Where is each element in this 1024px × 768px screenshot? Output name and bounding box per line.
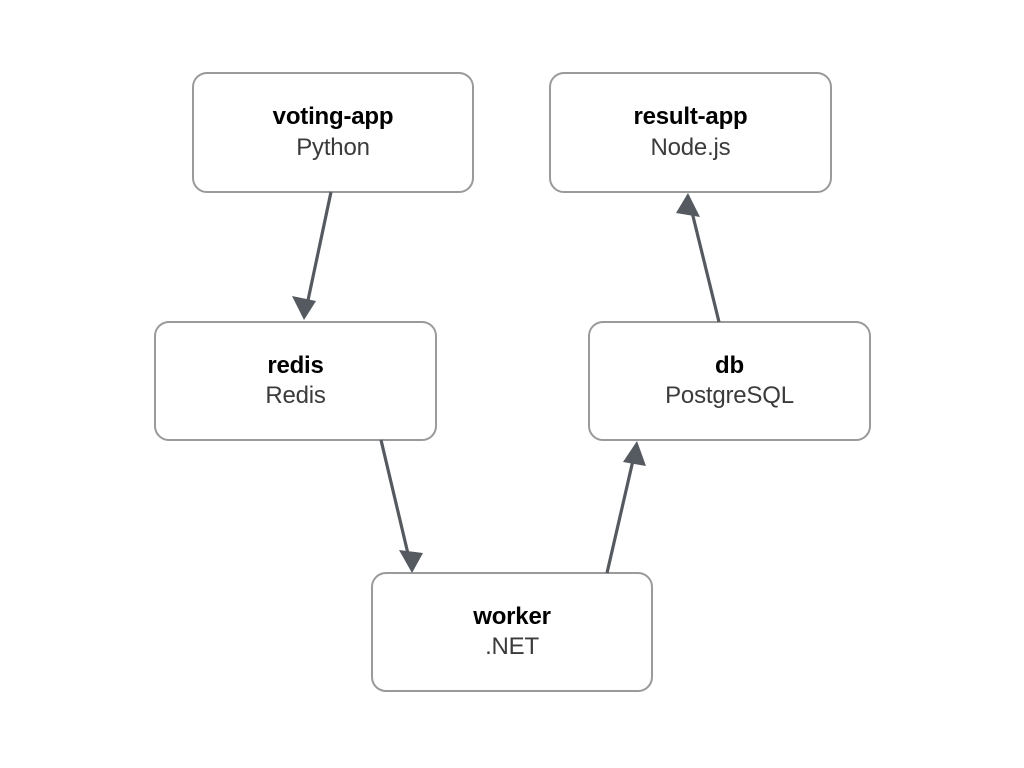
edge-worker-to-db	[605, 441, 646, 574]
node-subtitle-db: PostgreSQL	[665, 382, 794, 409]
edge-voting-app-to-redis	[292, 191, 333, 320]
arrowhead-redis-to-worker	[399, 550, 423, 573]
node-voting-app[interactable]: voting-app Python	[193, 73, 473, 192]
node-box-worker[interactable]	[371, 572, 653, 692]
edge-line-redis-to-worker	[379, 439, 411, 559]
node-subtitle-worker: .NET	[485, 633, 539, 660]
node-subtitle-result-app: Node.js	[650, 133, 731, 161]
node-subtitle-redis: Redis	[265, 382, 326, 409]
node-title-redis: redis	[267, 351, 324, 379]
node-redis[interactable]: redis Redis	[155, 322, 436, 440]
node-title-voting-app: voting-app	[272, 103, 394, 131]
arrowhead-worker-to-db	[623, 441, 646, 466]
edges	[292, 191, 721, 574]
node-shapes	[154, 72, 871, 692]
node-box-redis[interactable]	[154, 321, 437, 441]
edge-line-db-to-result-app	[689, 207, 721, 323]
node-title-result-app: result-app	[633, 103, 748, 131]
edge-line-voting-app-to-redis	[305, 191, 333, 306]
node-box-db[interactable]	[588, 321, 871, 441]
node-result-app[interactable]: result-app Node.js	[550, 73, 831, 192]
node-title-db: db	[715, 351, 744, 379]
node-db[interactable]: db PostgreSQL	[589, 322, 870, 440]
edge-db-to-result-app	[676, 193, 721, 323]
node-worker[interactable]: worker .NET	[372, 573, 652, 691]
edge-line-worker-to-db	[605, 455, 636, 574]
node-box-voting-app[interactable]	[192, 72, 474, 193]
node-box-result-app[interactable]	[549, 72, 832, 193]
node-title-worker: worker	[473, 602, 551, 630]
node-subtitle-voting-app: Python	[296, 133, 370, 161]
arrowhead-db-to-result-app	[676, 193, 700, 217]
arrowhead-voting-app-to-redis	[292, 296, 316, 320]
edge-redis-to-worker	[379, 439, 423, 573]
